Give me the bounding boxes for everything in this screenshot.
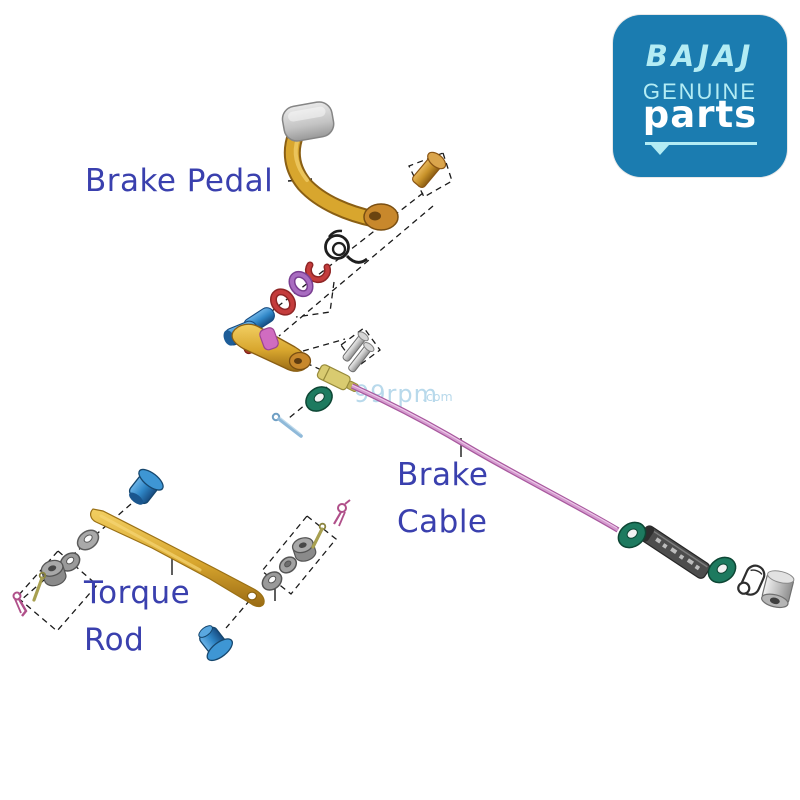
brake-cable xyxy=(350,383,620,533)
retainer-clip xyxy=(737,564,766,596)
plain-washer-right xyxy=(278,556,298,574)
plain-washer-left xyxy=(59,552,81,572)
split-pin-olive-right xyxy=(311,522,327,549)
torque-rod xyxy=(90,508,265,608)
hex-nut-right xyxy=(291,537,317,562)
brake-cable-label-line2: Cable xyxy=(397,504,488,540)
brake-pedal-arm xyxy=(283,125,399,231)
pedal-pad xyxy=(281,101,335,142)
return-spring xyxy=(324,229,368,264)
clevis-pin xyxy=(342,331,375,373)
logo-down-arrow-icon xyxy=(651,145,669,155)
torque-rod-label-line2: Rod xyxy=(84,622,145,658)
brake-cable-label-line1: Brake xyxy=(397,457,489,493)
brake-pedal-label-text: Brake Pedal xyxy=(85,163,274,199)
cap-nut xyxy=(761,570,795,609)
mount-bolt-rear xyxy=(198,625,234,662)
logo-genuine-text: GENUINE xyxy=(642,79,758,104)
ring-washer-right xyxy=(261,571,283,591)
rubber-grommet-front xyxy=(305,386,333,412)
torque-rod-label-line1: Torque xyxy=(84,575,191,611)
ring-washer-left xyxy=(76,529,100,551)
torque-rod-label: Torque Rod xyxy=(84,570,190,664)
split-pin-pink-right xyxy=(333,499,351,527)
rubber-grommet-mid xyxy=(617,521,647,549)
logo-underline xyxy=(645,142,757,145)
circlip xyxy=(305,261,331,284)
washer-purple xyxy=(288,270,314,298)
brake-pedal-label: Brake Pedal xyxy=(85,163,273,199)
split-pin-pink-left xyxy=(12,591,28,617)
washer-red xyxy=(269,288,297,316)
mount-bolt-front xyxy=(128,468,164,505)
pivot-bolt xyxy=(412,151,447,189)
logo-brand-text: BAJAJ xyxy=(645,39,755,73)
cotter-pin-blue xyxy=(271,412,303,438)
bajaj-genuine-parts-logo: BAJAJ GENUINE parts xyxy=(613,15,787,177)
hex-nut-left xyxy=(40,559,67,587)
cable-adjuster xyxy=(640,525,711,579)
brake-cable-label: Brake Cable xyxy=(397,452,488,546)
rubber-grommet-rear xyxy=(707,556,737,584)
brake-lever-assembly xyxy=(223,307,312,372)
pedal-hub xyxy=(363,203,399,231)
logo-parts-text: parts xyxy=(642,93,758,136)
split-pin-olive-left xyxy=(32,571,47,602)
watermark-suffix: .com xyxy=(422,389,453,404)
